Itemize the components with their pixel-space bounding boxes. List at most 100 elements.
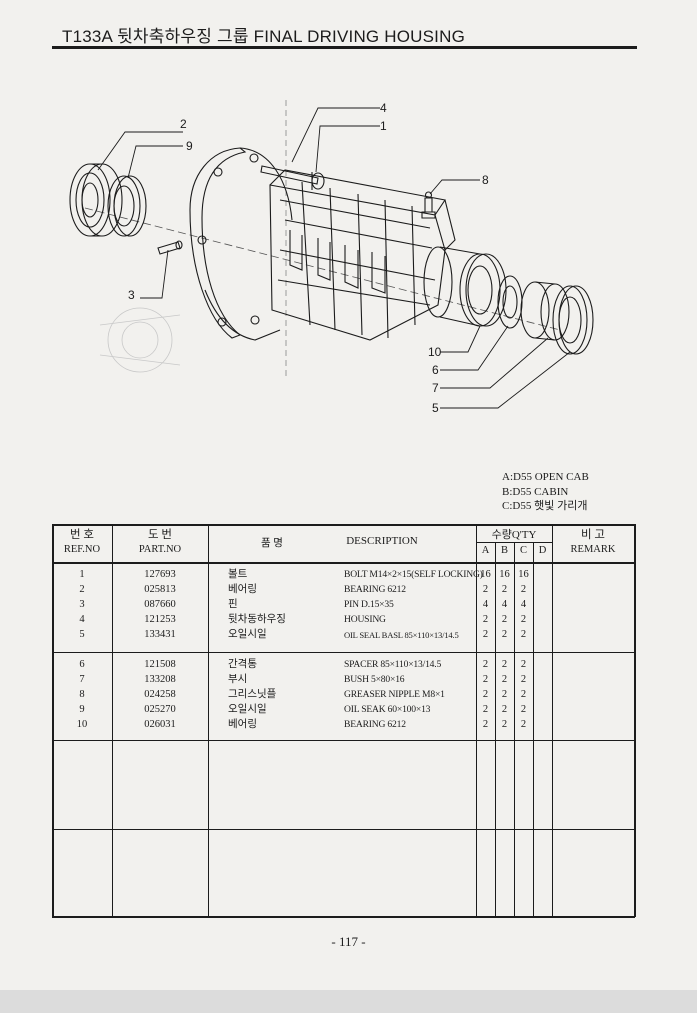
grease-nipple-part xyxy=(421,191,436,219)
housing-flange xyxy=(189,147,293,341)
row-name-ko: 간격통 xyxy=(228,659,257,670)
exploded-parts-diagram: 2 9 4 1 8 3 10 6 7 5 xyxy=(69,100,594,415)
header-remark-ko: 비 고 xyxy=(580,529,606,541)
row-ref: 1 xyxy=(79,569,85,580)
row-description: PIN D.15×35 xyxy=(344,599,394,610)
row-qty-a: 2 xyxy=(482,659,489,670)
pin-part xyxy=(157,240,183,255)
row-ref: 6 xyxy=(79,659,85,670)
callout-1: 1 xyxy=(380,119,387,133)
title-rule xyxy=(52,46,637,49)
row-qty-b: 2 xyxy=(501,614,508,625)
row-qty-b: 2 xyxy=(501,689,508,700)
row-part-no: 133208 xyxy=(144,674,176,685)
spacer-part xyxy=(497,275,523,329)
bearing-right-part xyxy=(423,246,507,327)
row-part-no: 127693 xyxy=(144,569,176,580)
callout-7: 7 xyxy=(432,381,439,395)
row-ref: 4 xyxy=(79,614,85,625)
row-qty-c: 2 xyxy=(520,689,527,700)
row-name-ko: 핀 xyxy=(228,599,238,610)
row-name-ko: 그리스닛플 xyxy=(228,689,277,700)
row-description: BEARING 6212 xyxy=(344,719,406,730)
row-part-no: 025270 xyxy=(144,704,176,715)
row-qty-a: 2 xyxy=(482,704,489,715)
rod-and-bolt-parts xyxy=(260,165,325,190)
page-number: - 117 - xyxy=(331,934,366,949)
oil-seal-right-part xyxy=(552,285,594,355)
callout-8: 8 xyxy=(482,173,489,187)
callout-5: 5 xyxy=(432,401,439,415)
row-part-no: 087660 xyxy=(144,599,176,610)
row-qty-c: 16 xyxy=(518,569,529,580)
row-part-no: 121253 xyxy=(144,614,176,625)
housing-body xyxy=(269,169,456,341)
row-ref: 10 xyxy=(76,719,88,730)
header-description: DESCRIPTION xyxy=(346,535,418,547)
header-qty-c: C xyxy=(519,545,527,556)
header-ref-ko: 번 호 xyxy=(69,529,95,541)
row-qty-a: 4 xyxy=(482,599,489,610)
row-qty-b: 4 xyxy=(501,599,508,610)
header-qty-d: D xyxy=(538,545,547,556)
row-qty-a: 2 xyxy=(482,614,489,625)
header-ref-en: REF.NO xyxy=(63,544,101,555)
row-qty-a: 2 xyxy=(482,584,489,595)
row-description: SPACER 85×110×13/14.5 xyxy=(344,659,442,670)
row-qty-a: 2 xyxy=(482,629,489,640)
row-description: OIL SEAL BASL 85×110×13/14.5 xyxy=(344,630,459,640)
row-qty-a: 2 xyxy=(482,674,489,685)
row-qty-b: 16 xyxy=(499,569,510,580)
row-ref: 8 xyxy=(79,689,85,700)
row-qty-c: 2 xyxy=(520,614,527,625)
callout-3: 3 xyxy=(128,288,135,302)
header-qty: 수량Q'TY xyxy=(491,529,537,541)
header-remark-en: REMARK xyxy=(570,544,616,555)
row-description: GREASER NIPPLE M8×1 xyxy=(344,689,445,700)
row-name-ko: 부시 xyxy=(228,674,248,685)
row-qty-b: 2 xyxy=(501,629,508,640)
row-ref: 9 xyxy=(79,704,85,715)
scan-edge xyxy=(0,990,697,1013)
header-qty-a: A xyxy=(481,545,490,556)
callout-10: 10 xyxy=(428,345,442,359)
row-qty-a: 16 xyxy=(480,569,491,580)
callout-4: 4 xyxy=(380,101,387,115)
callout-2: 2 xyxy=(180,117,187,131)
row-part-no: 026031 xyxy=(144,719,176,730)
row-qty-c: 2 xyxy=(520,719,527,730)
bearing-left-part xyxy=(69,163,123,237)
row-part-no: 024258 xyxy=(144,689,176,700)
callout-labels: 2 9 4 1 8 3 10 6 7 5 xyxy=(128,101,489,415)
row-qty-a: 2 xyxy=(482,719,489,730)
row-ref: 2 xyxy=(79,584,85,595)
row-part-no: 025813 xyxy=(144,584,176,595)
row-name-ko: 볼트 xyxy=(228,569,248,580)
row-name-ko: 오일시일 xyxy=(228,629,267,640)
row-name-ko: 베어링 xyxy=(228,584,257,595)
model-code-legend: A:D55 OPEN CAB B:D55 CABIN C:D55 햇빛 가리개 xyxy=(502,470,589,514)
row-description: BOLT M14×2×15(SELF LOCKING) xyxy=(344,569,483,580)
callout-9: 9 xyxy=(186,139,193,153)
row-ref: 5 xyxy=(79,629,85,640)
row-qty-c: 4 xyxy=(520,599,527,610)
row-part-no: 133431 xyxy=(144,629,176,640)
callout-6: 6 xyxy=(432,363,439,377)
row-qty-c: 2 xyxy=(520,659,527,670)
row-qty-b: 2 xyxy=(501,719,508,730)
bush-part xyxy=(520,281,570,341)
header-part-ko: 도 번 xyxy=(147,529,173,541)
header-qty-b: B xyxy=(500,545,508,556)
row-part-no: 121508 xyxy=(144,659,176,670)
row-qty-a: 2 xyxy=(482,689,489,700)
row-qty-c: 2 xyxy=(520,674,527,685)
header-name-ko: 품 명 xyxy=(261,538,283,549)
row-qty-b: 2 xyxy=(501,704,508,715)
parts-table: 번 호 REF.NO 도 번 PART.NO 품 명 DESCRIPTION 수… xyxy=(52,524,636,918)
row-qty-c: 2 xyxy=(520,584,527,595)
oil-seal-left-part xyxy=(107,175,147,237)
row-qty-b: 2 xyxy=(501,674,508,685)
row-qty-b: 2 xyxy=(501,584,508,595)
row-description: HOUSING xyxy=(344,614,386,625)
page-title: T133A 뒷차축하우징 그룹 FINAL DRIVING HOUSING xyxy=(62,27,466,46)
